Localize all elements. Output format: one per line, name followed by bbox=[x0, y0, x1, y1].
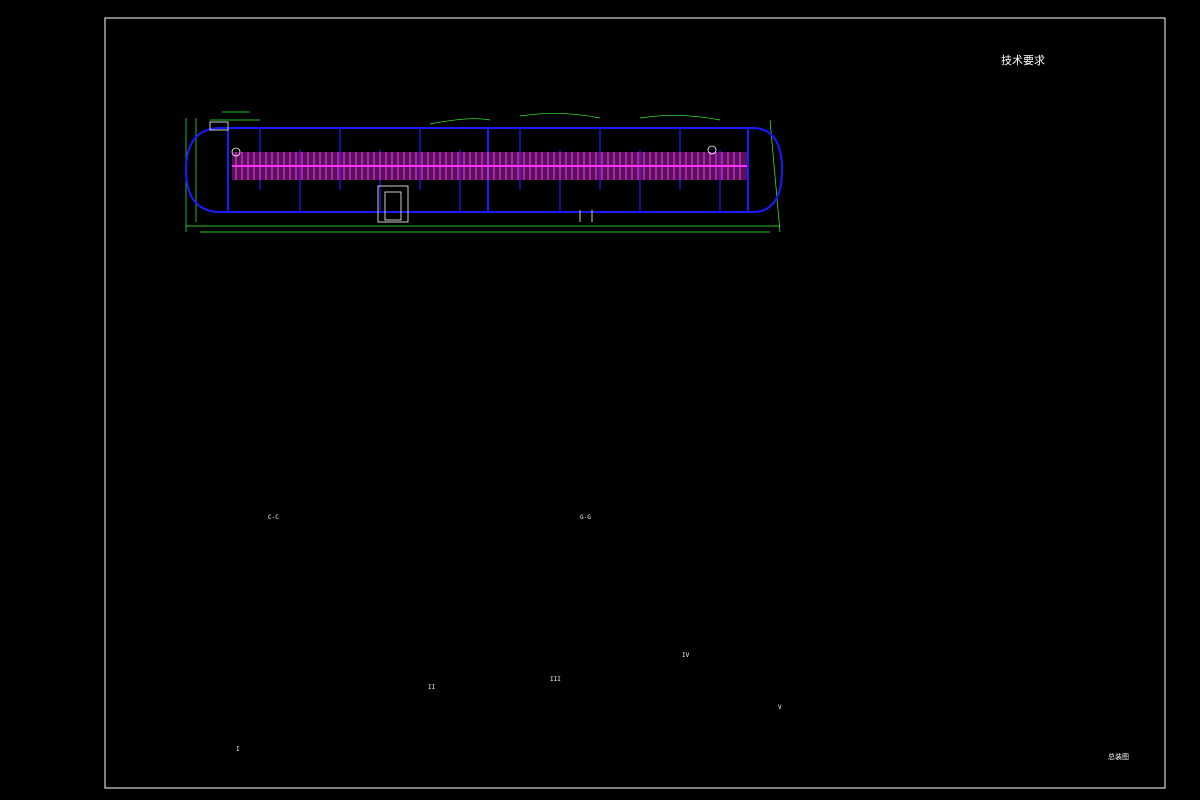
title-block-name: 总装图 bbox=[1108, 753, 1129, 761]
section-label-cc: C-C bbox=[268, 514, 279, 521]
tech-requirements-title: 技术要求 bbox=[1001, 54, 1045, 67]
drawing-frame bbox=[104, 17, 1166, 789]
detail-label-iv: IV bbox=[682, 652, 690, 659]
detail-label-iii: III bbox=[550, 676, 561, 683]
section-label-gg: G-G bbox=[580, 514, 591, 521]
detail-label-i: I bbox=[236, 746, 240, 753]
detail-label-ii: II bbox=[428, 684, 436, 691]
detail-label-v: V bbox=[778, 704, 782, 711]
vessel-main-view bbox=[184, 111, 784, 233]
